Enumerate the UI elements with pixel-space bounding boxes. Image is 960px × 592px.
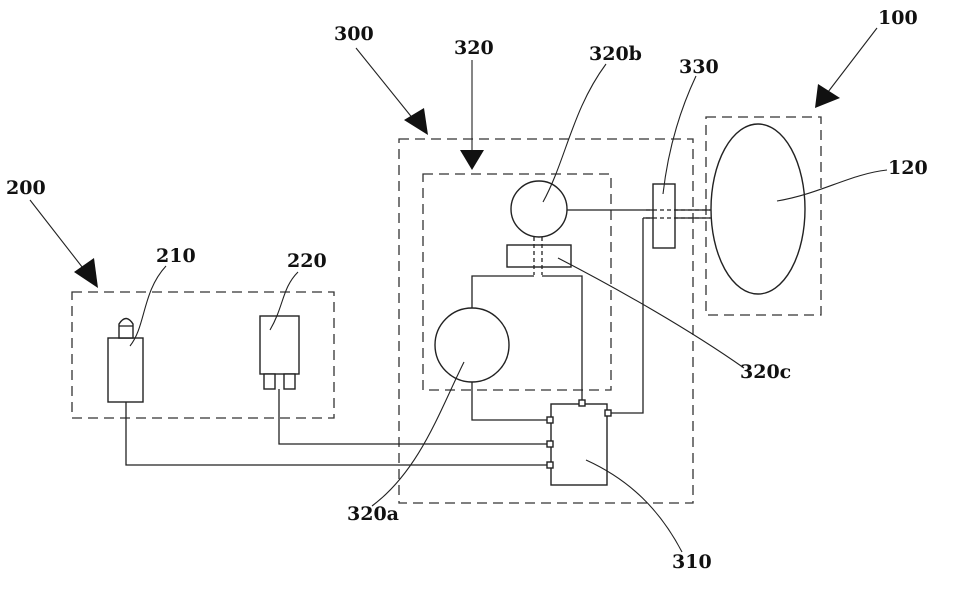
label-300: 300	[334, 23, 374, 45]
leader-210	[130, 266, 166, 346]
label-320b: 320b	[589, 43, 642, 65]
label-320a: 320a	[347, 503, 399, 525]
leader-320a	[372, 362, 464, 506]
port-310-left-1	[547, 417, 553, 423]
label-200: 200	[6, 177, 46, 199]
leader-320b	[543, 64, 606, 202]
port-310-top	[579, 400, 585, 406]
leader-320c	[558, 258, 744, 368]
component-120	[711, 124, 805, 294]
port-310-right	[605, 410, 611, 416]
port-310-left-2	[547, 441, 553, 447]
component-320a	[435, 308, 509, 382]
arrow-320	[460, 60, 484, 170]
arrow-100	[815, 28, 877, 108]
component-320c	[507, 237, 571, 275]
component-220	[260, 316, 299, 389]
label-210: 210	[156, 245, 196, 267]
label-320c: 320c	[740, 361, 791, 383]
component-310	[551, 404, 607, 485]
port-310-left-3	[547, 462, 553, 468]
arrow-200	[30, 200, 98, 288]
label-120: 120	[888, 157, 928, 179]
wiring	[126, 210, 711, 465]
component-330	[646, 184, 710, 248]
arrow-300	[356, 48, 428, 135]
leader-330	[663, 76, 696, 194]
component-320b	[511, 181, 567, 237]
label-100: 100	[878, 7, 918, 29]
label-320: 320	[454, 37, 494, 59]
label-220: 220	[287, 250, 327, 272]
label-310: 310	[672, 551, 712, 573]
label-330: 330	[679, 56, 719, 78]
